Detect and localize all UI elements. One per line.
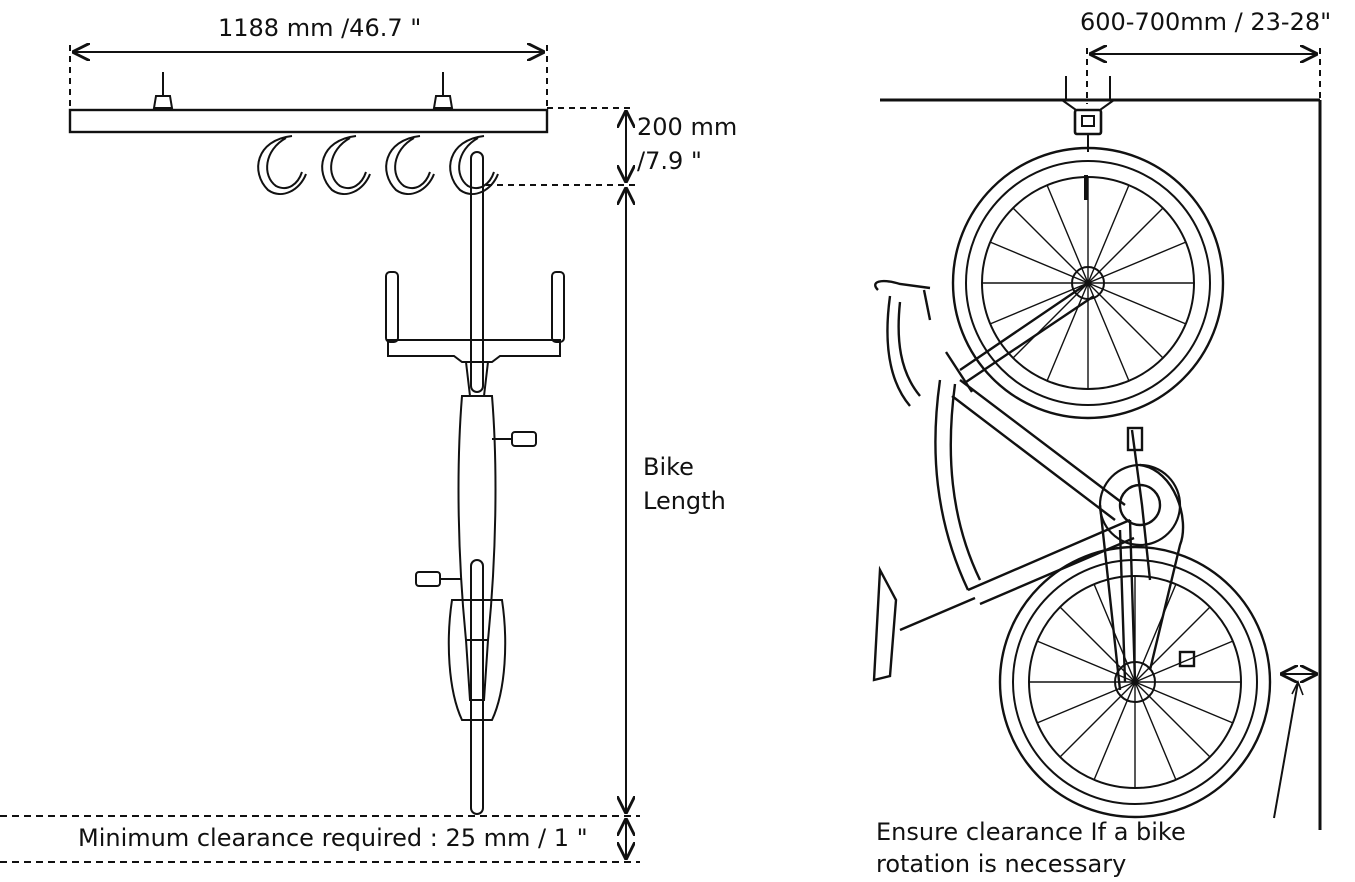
bike-top-view: [385, 151, 565, 815]
bike-length-label-line2: Length: [643, 487, 726, 515]
mounting-screw-left: [152, 72, 174, 109]
frame-top: [457, 395, 497, 641]
rotation-leader-line: [1273, 681, 1299, 819]
clearance-label: Minimum clearance required : 25 mm / 1 ": [78, 824, 588, 852]
hook-4: [449, 135, 499, 195]
bike-length-label-line1: Bike: [643, 453, 694, 481]
drop-label-line1: 200 mm: [637, 113, 738, 141]
hook-1: [257, 135, 307, 195]
crank-arm: [1130, 429, 1152, 581]
bike-frame-side: [872, 279, 1196, 691]
seat-post: [899, 596, 976, 632]
front-wheel: [951, 146, 1225, 420]
top-tube: [934, 379, 982, 591]
handlebar: [387, 339, 561, 363]
chainstay: [1118, 519, 1137, 683]
hook-2: [321, 135, 371, 195]
stem: [464, 361, 490, 397]
wall-distance-label: 600-700mm / 23-28": [1080, 8, 1332, 36]
rotation-note-line1: Ensure clearance If a bike: [876, 818, 1186, 846]
left-view: [0, 45, 640, 863]
brake-lever-right: [551, 271, 565, 343]
hook-3: [385, 135, 435, 195]
rail-width-label: 1188 mm /46.7 ": [218, 14, 422, 42]
rotation-note-line2: rotation is necessary: [876, 850, 1127, 878]
front-wheel-top: [470, 151, 484, 393]
fork: [959, 282, 1095, 383]
drop-label-line2: /7.9 ": [637, 147, 702, 175]
seat: [464, 639, 490, 701]
chain: [1098, 463, 1185, 691]
handlebar-drop: [874, 279, 931, 407]
hooks: [257, 135, 499, 195]
rear-wheel-top: [470, 559, 484, 815]
storage-rail: [68, 108, 549, 134]
pedal-right: [511, 431, 537, 447]
crankset: [1098, 463, 1182, 547]
right-view: [872, 48, 1322, 830]
rear-triangle: [447, 599, 507, 721]
brake-lever-left: [385, 271, 399, 343]
ceiling-mount: [1061, 76, 1115, 152]
down-tube: [951, 379, 1126, 521]
pedal-left: [415, 571, 441, 587]
saddle: [872, 565, 898, 682]
mounting-screw-right: [432, 72, 454, 109]
